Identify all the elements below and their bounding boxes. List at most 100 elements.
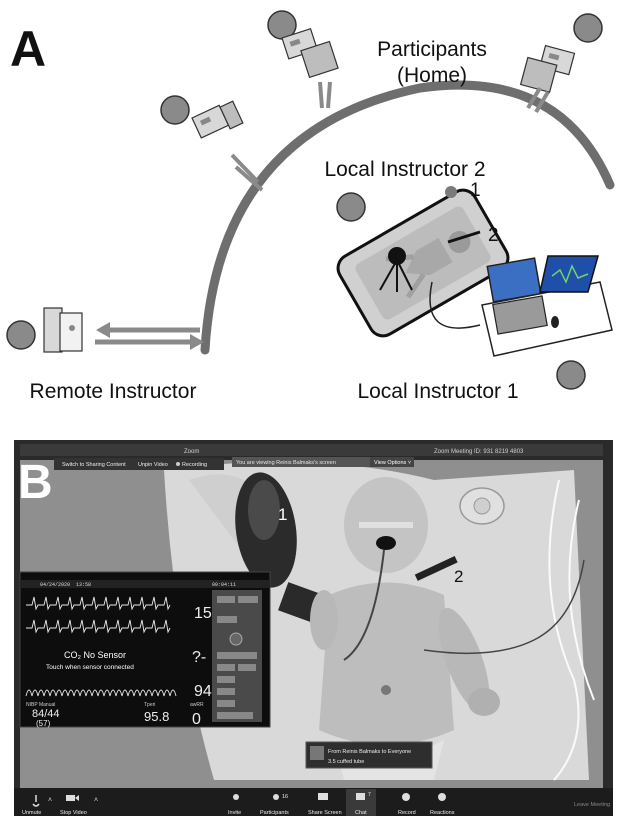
monitor-elapsed: 00:04:11 xyxy=(212,582,236,588)
invite-icon xyxy=(233,794,239,800)
tripod-icon xyxy=(379,259,413,292)
record-button[interactable]: Record xyxy=(398,793,416,816)
local-instructor-1-icon xyxy=(556,360,586,390)
participants-icon xyxy=(273,794,279,800)
share-banner: You are viewing Reinis Balmaks's screen xyxy=(236,460,336,466)
bag-valve-icon xyxy=(388,247,406,265)
participant-arc xyxy=(200,80,615,355)
monitor-button[interactable] xyxy=(217,712,253,719)
zoom-toolbar xyxy=(14,788,613,816)
monitor-button[interactable] xyxy=(217,596,235,603)
marker-1-label: 1 xyxy=(470,180,481,201)
head-marker xyxy=(445,186,457,198)
panel-a-diagram: A Participants (Home) Local Instructo xyxy=(6,10,615,403)
share-screen-button[interactable]: Share Screen xyxy=(308,793,342,816)
monitor-dial[interactable] xyxy=(229,632,243,646)
participants-button[interactable]: 16 Participants xyxy=(260,794,289,816)
cables xyxy=(548,479,595,781)
chevron-up-icon[interactable]: ˄ xyxy=(48,797,52,804)
invite-button[interactable]: Invite xyxy=(228,794,241,816)
participant-home-1 xyxy=(160,95,264,192)
participant-home-3 xyxy=(519,13,603,114)
reactions-icon xyxy=(438,793,446,801)
participants-label: Participants xyxy=(377,38,487,61)
ecg-wave xyxy=(26,596,171,611)
awrr-value: 0 xyxy=(192,711,201,728)
chat-count: 7 xyxy=(368,792,371,798)
view-options-button[interactable] xyxy=(370,457,414,467)
unmute-button[interactable]: Unmute xyxy=(22,795,41,816)
unpin-video-button[interactable]: Unpin Video xyxy=(138,462,168,468)
co2-submessage: Touch when sensor connected xyxy=(46,664,134,671)
participants-home-label: (Home) xyxy=(397,64,467,87)
remote-connection-arrow xyxy=(95,322,204,350)
reactions-label: Reactions xyxy=(430,810,455,816)
monitor-button[interactable] xyxy=(217,700,235,707)
stop-video-button[interactable]: Stop Video xyxy=(60,795,87,816)
sharing-controls xyxy=(54,458,224,470)
chat-button[interactable]: 7 Chat xyxy=(346,789,376,816)
chat-notification[interactable]: From Reinis Balmaks to Everyone 3.5 cuff… xyxy=(305,741,433,769)
patient-monitor-screen: 04/24/2020 13:58 00:04:11 157 CO₂ No Sen… xyxy=(19,571,271,728)
pleth-wave xyxy=(25,689,177,697)
microphone-icon xyxy=(32,795,40,807)
monitor-date: 04/24/2020 xyxy=(40,582,70,588)
remote-instructor-icon xyxy=(6,320,36,350)
participants-label: Participants xyxy=(260,810,289,816)
panel-b-marker-2: 2 xyxy=(454,567,463,586)
monitor-button[interactable] xyxy=(217,616,237,623)
chat-icon xyxy=(356,793,365,800)
panel-b-zoom-screenshot: Zoom Zoom Meeting ID: 931 8219 4803 You … xyxy=(14,440,613,816)
view-options-label: View Options ˅ xyxy=(374,460,411,466)
meeting-id: Zoom Meeting ID: 931 8219 4803 xyxy=(434,449,524,455)
remote-instructor-laptop xyxy=(43,307,83,353)
recording-icon xyxy=(176,462,180,466)
chat-header: From Reinis Balmaks to Everyone xyxy=(328,749,411,755)
participants-count: 16 xyxy=(282,794,288,800)
record-icon xyxy=(402,793,410,801)
participant-home-2 xyxy=(267,10,339,109)
monitor-button[interactable] xyxy=(217,688,235,695)
marker-2-label: 2 xyxy=(488,225,499,246)
remote-instructor-label: Remote Instructor xyxy=(30,380,197,403)
map-value: (57) xyxy=(36,719,51,728)
reactions-button[interactable]: Reactions xyxy=(430,793,455,816)
etco2-value: ?- xyxy=(192,649,206,666)
monitor-button[interactable] xyxy=(238,596,258,603)
local-instructor-2-icon xyxy=(336,192,366,222)
laptop-screen xyxy=(486,257,542,303)
monitor-time: 13:58 xyxy=(76,582,91,588)
instructor-workstation xyxy=(481,255,613,357)
monitor-button[interactable] xyxy=(238,664,256,671)
chat-label: Chat xyxy=(355,810,367,816)
share-screen-icon xyxy=(318,793,328,800)
awrr-label: awRR xyxy=(190,702,204,708)
temp-value: 95.8 xyxy=(144,709,169,724)
invite-label: Invite xyxy=(228,810,241,816)
connection-arrow xyxy=(230,153,264,192)
zoom-title: Zoom xyxy=(184,449,199,455)
zoom-title-bar xyxy=(20,444,603,456)
ecg-wave-2 xyxy=(26,619,171,634)
video-camera-icon xyxy=(66,795,75,801)
simulator-cable xyxy=(429,281,481,329)
local-instructor-1-label: Local Instructor 1 xyxy=(357,380,518,403)
recording-label: Recording xyxy=(182,462,207,468)
leave-meeting-button[interactable]: Leave Meeting xyxy=(574,802,610,808)
nibp-value: 84/44 xyxy=(32,708,60,720)
switch-sharing-button[interactable]: Switch to Sharing Content xyxy=(62,462,126,468)
monitor-button[interactable] xyxy=(217,652,257,659)
nibp-label: NIBP Manual xyxy=(26,702,55,708)
person-icon xyxy=(573,13,603,43)
chevron-up-icon[interactable]: ˄ xyxy=(94,797,98,804)
connection-arrow xyxy=(526,86,550,114)
connection-arrow xyxy=(318,81,332,109)
spo2-value: 94 xyxy=(194,683,212,700)
panel-b-marker-1: 1 xyxy=(278,505,287,524)
record-label: Record xyxy=(398,810,416,816)
monitor-button[interactable] xyxy=(217,664,235,671)
panel-a-letter: A xyxy=(10,21,46,77)
person-icon xyxy=(160,95,190,125)
co2-message: CO₂ No Sensor xyxy=(64,650,126,660)
monitor-button[interactable] xyxy=(217,676,235,683)
